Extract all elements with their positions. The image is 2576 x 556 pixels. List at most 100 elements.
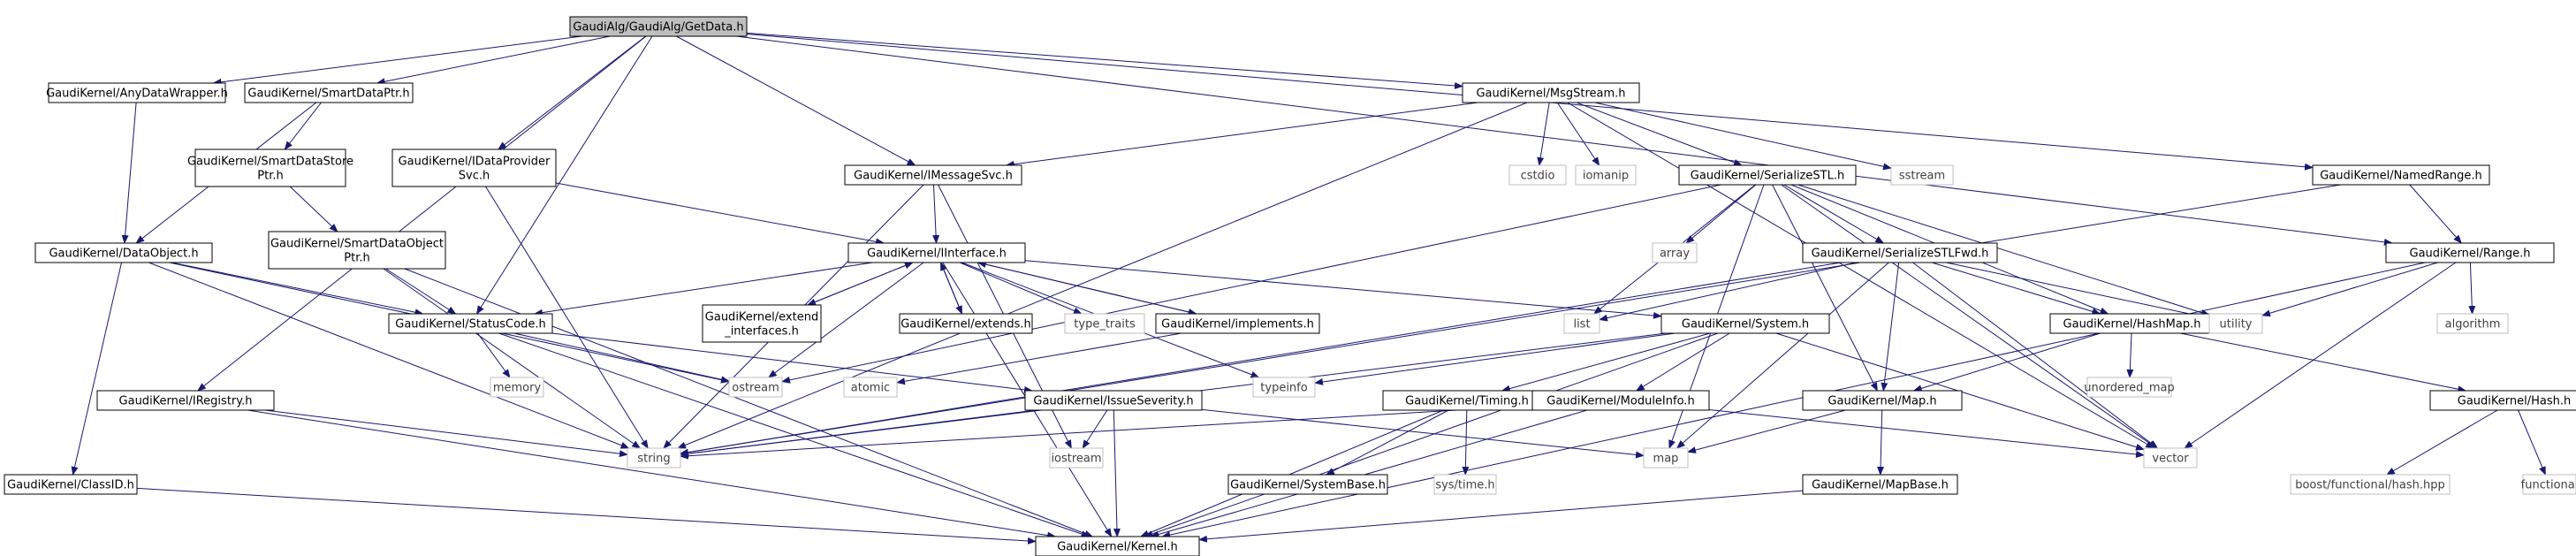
node-label: string xyxy=(637,453,670,466)
node-vector: vector xyxy=(2143,447,2198,468)
node-nrange[interactable]: GaudiKernel/NamedRange.h xyxy=(2312,164,2490,186)
node-iostream: iostream xyxy=(1049,447,1104,468)
node-box xyxy=(1575,164,1637,186)
edge-timing-to-sysbase xyxy=(1325,409,1449,476)
node-box xyxy=(2086,377,2172,398)
node-sstl[interactable]: GaudiKernel/SerializeSTL.h xyxy=(1678,164,1857,186)
edge-idps-to-iif xyxy=(555,182,885,246)
edge-hashmap-to-unordered xyxy=(2126,332,2134,378)
node-label: iomanip xyxy=(1583,170,1629,183)
node-system[interactable]: GaudiKernel/System.h xyxy=(1660,313,1830,334)
edge-range-to-vector xyxy=(2184,262,2457,449)
edge-modinfo-to-vector xyxy=(1708,409,2145,458)
edge-iif-to-typetraits xyxy=(959,262,1083,315)
edge-sc-to-kernel xyxy=(498,332,1090,537)
edge-sc-to-isev xyxy=(551,332,1033,393)
node-box xyxy=(2143,447,2198,468)
edge-msg-to-vector xyxy=(1567,102,2155,449)
node-label: cstdio xyxy=(1521,170,1555,183)
node-box xyxy=(244,82,414,103)
node-label: GaudiKernel/SmartDataStore xyxy=(187,156,353,169)
node-box xyxy=(844,164,1022,186)
node-label: GaudiKernel/extends.h xyxy=(900,318,1031,331)
node-iif[interactable]: GaudiKernel/IInterface.h xyxy=(847,242,1026,263)
node-label: GaudiKernel/Map.h xyxy=(1828,395,1936,408)
edge-system-to-timing xyxy=(1501,332,1711,392)
node-box xyxy=(702,304,822,343)
edge-mapbase-to-kernel xyxy=(1198,490,1804,543)
node-label: list xyxy=(1573,318,1590,331)
node-box xyxy=(1462,82,1640,103)
edge-sdop-to-sc xyxy=(385,268,457,315)
edge-dobj-to-classid xyxy=(71,262,122,476)
node-ext[interactable]: GaudiKernel/extend_interfaces.h xyxy=(702,304,822,343)
node-imsg[interactable]: GaudiKernel/IMessageSvc.h xyxy=(844,164,1022,186)
edge-msg-to-sstl xyxy=(1576,102,1743,166)
node-box xyxy=(1252,377,1316,398)
node-label: GaudiAlg/GaudiAlg/GetData.h xyxy=(573,21,743,34)
node-box xyxy=(4,474,138,495)
node-sc[interactable]: GaudiKernel/StatusCode.h xyxy=(388,313,553,334)
node-array: array xyxy=(1652,242,1698,263)
node-box xyxy=(1035,536,1200,556)
node-typetraits: type_traits xyxy=(1064,313,1145,334)
node-box xyxy=(1064,313,1145,334)
node-label: unordered_map xyxy=(2084,382,2175,395)
edge-sstl-to-map_h xyxy=(1772,184,1878,392)
node-label: GaudiKernel/AnyDataWrapper.h xyxy=(46,88,228,101)
node-box xyxy=(2290,474,2451,495)
node-timing[interactable]: GaudiKernel/Timing.h xyxy=(1382,390,1552,411)
node-label: utility xyxy=(2220,318,2253,331)
node-label: GaudiKernel/IRegistry.h xyxy=(119,395,253,408)
node-msg[interactable]: GaudiKernel/MsgStream.h xyxy=(1462,82,1640,103)
node-hashmap[interactable]: GaudiKernel/HashMap.h xyxy=(2049,313,2215,334)
node-label: ostream xyxy=(732,382,779,395)
node-classid[interactable]: GaudiKernel/ClassID.h xyxy=(4,474,138,495)
edge-nrange-to-range xyxy=(2409,184,2462,244)
edge-dobj-to-string xyxy=(148,262,630,449)
node-box xyxy=(2208,313,2263,334)
node-ireg[interactable]: GaudiKernel/IRegistry.h xyxy=(96,390,275,411)
node-mapbase[interactable]: GaudiKernel/MapBase.h xyxy=(1802,474,1958,495)
node-box xyxy=(1652,242,1698,263)
edge-imsg-to-iif xyxy=(932,184,940,244)
node-box xyxy=(490,377,544,398)
node-root[interactable]: GaudiAlg/GaudiAlg/GetData.h xyxy=(569,16,748,37)
node-sstream: sstream xyxy=(1890,164,1954,186)
node-label: GaudiKernel/MapBase.h xyxy=(1812,479,1949,492)
node-label: _interfaces.h xyxy=(724,325,799,339)
node-label: GaudiKernel/extend xyxy=(705,311,818,324)
edge-ireg-to-string xyxy=(264,409,628,458)
edge-msg-to-string xyxy=(677,102,1528,449)
node-extends[interactable]: GaudiKernel/extends.h xyxy=(899,313,1033,334)
node-isev[interactable]: GaudiKernel/IssueSeverity.h xyxy=(1024,390,1203,411)
node-box xyxy=(1890,164,1954,186)
node-impl[interactable]: GaudiKernel/implements.h xyxy=(1155,313,1320,334)
node-adw[interactable]: GaudiKernel/AnyDataWrapper.h xyxy=(46,82,228,103)
node-box xyxy=(1802,390,1963,411)
node-sdp[interactable]: GaudiKernel/SmartDataPtr.h xyxy=(244,82,414,103)
node-label: GaudiKernel/IInterface.h xyxy=(867,248,1007,261)
edge-sstlf-to-vector xyxy=(1912,262,2159,449)
node-atomic: atomic xyxy=(843,377,898,398)
node-unordered: unordered_map xyxy=(2084,377,2175,398)
node-modinfo[interactable]: GaudiKernel/ModuleInfo.h xyxy=(1531,390,1710,411)
node-label: GaudiKernel/Kernel.h xyxy=(1057,541,1178,554)
node-dobj[interactable]: GaudiKernel/DataObject.h xyxy=(34,242,213,263)
node-box xyxy=(569,16,748,37)
node-map_h[interactable]: GaudiKernel/Map.h xyxy=(1802,390,1963,411)
node-hash[interactable]: GaudiKernel/Hash.h xyxy=(2429,390,2576,411)
edge-iif-to-sc xyxy=(534,262,873,316)
node-sstlf[interactable]: GaudiKernel/SerializeSTLFwd.h xyxy=(1802,242,1998,263)
node-range[interactable]: GaudiKernel/Range.h xyxy=(2385,242,2555,263)
node-box xyxy=(2385,242,2555,263)
node-box xyxy=(847,242,1026,263)
node-label: type_traits xyxy=(1074,318,1136,331)
node-box xyxy=(2522,474,2576,495)
edge-hashmap-to-map_h xyxy=(1912,332,2101,392)
node-sysbase[interactable]: GaudiKernel/SystemBase.h xyxy=(1227,474,1388,495)
node-kernel[interactable]: GaudiKernel/Kernel.h xyxy=(1035,536,1200,556)
